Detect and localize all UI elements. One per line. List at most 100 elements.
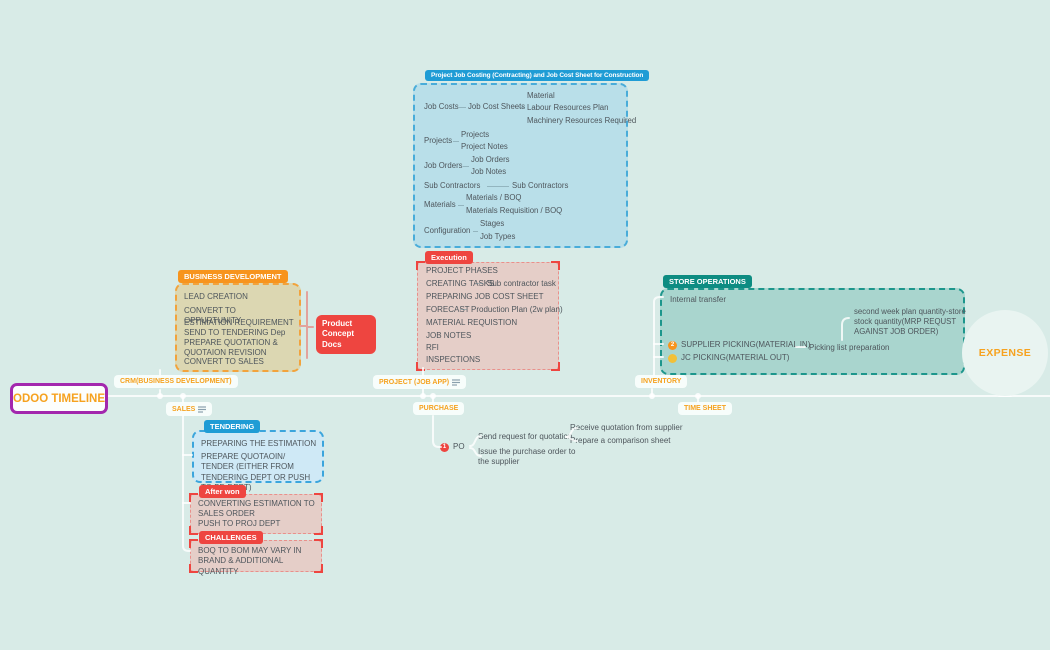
lead-creation-node[interactable]: LEAD CREATION bbox=[184, 292, 248, 301]
execution-title[interactable]: Execution bbox=[425, 251, 473, 264]
project-notes-node[interactable]: Project Notes bbox=[461, 142, 508, 151]
tendering-box[interactable]: PREPARING THE ESTIMATION PREPARE QUOTAOI… bbox=[192, 430, 324, 492]
stages-node[interactable]: Stages bbox=[480, 219, 505, 228]
production-plan-label: Production Plan (2w plan) bbox=[471, 305, 563, 314]
priority-1-icon: 1 bbox=[440, 442, 449, 452]
store-operations-title[interactable]: STORE OPERATIONS bbox=[663, 275, 752, 288]
product-concept-docs-node[interactable]: Product Concept Docs bbox=[316, 315, 376, 355]
labour-resources-node[interactable]: Labour Resources Plan bbox=[527, 103, 609, 112]
tendering-title[interactable]: TENDERING bbox=[204, 420, 261, 433]
estimation-requirement-node[interactable]: ESTIMATION REQUIREMENT SEND TO TENDERING… bbox=[184, 318, 294, 338]
crm-label: CRM(BUSINESS DEVELOPMENT) bbox=[120, 378, 232, 385]
selection-corner bbox=[314, 564, 323, 573]
materials-parent-node[interactable]: Materials bbox=[424, 200, 456, 209]
projects-parent-node[interactable]: Projects bbox=[424, 136, 453, 145]
tree-connector bbox=[519, 107, 525, 108]
branch-timesheet[interactable]: TIME SHEET bbox=[678, 402, 733, 415]
materials-requisition-node[interactable]: Materials Requisition / BOQ bbox=[466, 206, 563, 215]
jc-picking-node[interactable]: JC PICKING(MATERIAL OUT) bbox=[668, 353, 789, 363]
job-notes-exec-node[interactable]: JOB NOTES bbox=[426, 331, 472, 340]
tree-connector bbox=[473, 231, 478, 232]
job-orders-child-node[interactable]: Job Orders bbox=[471, 155, 510, 164]
business-development-box[interactable]: LEAD CREATION CONVERT TO OPPURTUNITY EST… bbox=[175, 283, 301, 372]
receive-quote-node[interactable]: Receive quotation from supplier bbox=[570, 423, 683, 432]
prepare-quotation-node[interactable]: PREPARE QUOTATION & QUOTAION REVISION bbox=[184, 338, 278, 358]
branch-sales[interactable]: SALES bbox=[166, 402, 213, 416]
production-plan-node[interactable]: Production Plan (2w plan) bbox=[460, 305, 563, 315]
forecast-node[interactable]: FORECAST bbox=[426, 305, 470, 314]
tree-connector bbox=[458, 205, 464, 206]
notes-icon[interactable] bbox=[452, 378, 461, 386]
selection-corner bbox=[189, 564, 198, 573]
job-costs-node[interactable]: Job Costs bbox=[424, 102, 459, 111]
job-orders-parent-node[interactable]: Job Orders bbox=[424, 161, 463, 170]
tree-connector bbox=[463, 166, 469, 167]
timesheet-label: TIME SHEET bbox=[684, 405, 727, 412]
issue-po-node[interactable]: Issue the purchase order to the supplier bbox=[478, 447, 576, 467]
execution-box[interactable]: PROJECT PHASES CREATING TASKS Sub contra… bbox=[416, 261, 563, 371]
configuration-node[interactable]: Configuration bbox=[424, 226, 471, 235]
tree-connector bbox=[453, 141, 459, 142]
supplier-picking-label: SUPPLIER PICKING(MATERIAL IN) bbox=[681, 340, 811, 349]
convert-to-sales-node[interactable]: CONVERT TO SALES bbox=[184, 357, 264, 366]
notes-icon[interactable] bbox=[198, 405, 207, 413]
job-cost-sheets-node[interactable]: Job Cost Sheets bbox=[468, 102, 526, 111]
after-won-box[interactable]: CONVERTING ESTIMATION TO SALES ORDER PUS… bbox=[189, 493, 323, 535]
supplier-picking-node[interactable]: 2 SUPPLIER PICKING(MATERIAL IN) bbox=[668, 340, 810, 350]
convert-opportunity-node[interactable]: CONVERT TO OPPURTUNITY bbox=[184, 306, 242, 326]
priority-3-icon bbox=[668, 353, 677, 363]
inspections-node[interactable]: INSPECTIONS bbox=[426, 355, 481, 364]
comparison-sheet-node[interactable]: Prepare a comparison sheet bbox=[570, 436, 671, 445]
material-requistion-node[interactable]: MATERIAL REQUISTION bbox=[426, 318, 518, 327]
job-costing-box[interactable]: Job Costs Job Cost Sheets Material Labou… bbox=[413, 83, 636, 248]
internal-transfer-node[interactable]: Internal transfer bbox=[670, 295, 727, 304]
after-won-title[interactable]: After won bbox=[199, 485, 246, 498]
root-node-odoo-timeline[interactable]: ODOO TIMELINE bbox=[10, 383, 108, 414]
project-label: PROJECT (JOB APP) bbox=[379, 378, 450, 386]
material-node[interactable]: Material bbox=[527, 91, 555, 100]
week-plan-node[interactable]: second week plan quantity-store stock qu… bbox=[854, 307, 966, 337]
job-notes-node[interactable]: Job Notes bbox=[471, 167, 507, 176]
branch-purchase[interactable]: PURCHASE bbox=[413, 402, 465, 415]
selection-corner bbox=[189, 539, 198, 548]
preparing-estimation-node[interactable]: PREPARING THE ESTIMATION bbox=[201, 439, 317, 448]
project-phases-node[interactable]: PROJECT PHASES bbox=[426, 266, 498, 275]
selection-corner bbox=[551, 261, 560, 270]
po-node[interactable]: 1 PO bbox=[440, 442, 465, 452]
picking-list-node[interactable]: Picking list preparation bbox=[809, 343, 890, 352]
projects-child-node[interactable]: Projects bbox=[461, 130, 490, 139]
job-costing-title[interactable]: Project Job Costing (Contracting) and Jo… bbox=[425, 70, 650, 81]
preparing-job-cost-sheet-node[interactable]: PREPARING JOB COST SHEET bbox=[426, 292, 544, 301]
challenges-title[interactable]: CHALLENGES bbox=[199, 531, 263, 544]
store-operations-box[interactable]: Internal transfer 2 SUPPLIER PICKING(MAT… bbox=[660, 288, 966, 375]
boq-to-bom-node[interactable]: BOQ TO BOM MAY VARY IN BRAND & ADDITIONA… bbox=[198, 546, 302, 576]
branch-expense[interactable]: EXPENSE bbox=[962, 310, 1048, 396]
materials-boq-node[interactable]: Materials / BOQ bbox=[466, 193, 522, 202]
priority-2-icon: 2 bbox=[668, 340, 677, 350]
challenges-box[interactable]: BOQ TO BOM MAY VARY IN BRAND & ADDITIONA… bbox=[189, 539, 323, 576]
send-rfq-node[interactable]: Send request for quotation bbox=[478, 432, 573, 441]
rfi-node[interactable]: RFI bbox=[426, 343, 439, 352]
creating-tasks-node[interactable]: CREATING TASKS bbox=[426, 279, 495, 288]
branch-inventory[interactable]: INVENTORY bbox=[635, 375, 688, 388]
selection-corner bbox=[314, 539, 323, 548]
machinery-resources-node[interactable]: Machinery Resources Required bbox=[527, 116, 637, 125]
selection-corner bbox=[551, 362, 560, 371]
po-label: PO bbox=[453, 442, 465, 451]
branch-crm[interactable]: CRM(BUSINESS DEVELOPMENT) bbox=[114, 375, 238, 388]
jc-picking-label: JC PICKING(MATERIAL OUT) bbox=[681, 353, 790, 362]
tree-connector bbox=[459, 107, 466, 108]
push-to-proj-node[interactable]: PUSH TO PROJ DEPT bbox=[198, 519, 281, 528]
sales-label: SALES bbox=[172, 405, 196, 413]
selection-corner bbox=[314, 493, 323, 502]
converting-estimation-node[interactable]: CONVERTING ESTIMATION TO SALES ORDER bbox=[198, 499, 315, 519]
business-development-title[interactable]: BUSINESS DEVELOPMENT bbox=[178, 270, 288, 283]
sub-contractors-parent-node[interactable]: Sub Contractors bbox=[424, 181, 481, 190]
branch-project[interactable]: PROJECT (JOB APP) bbox=[373, 375, 467, 389]
selection-corner bbox=[314, 526, 323, 535]
sub-contractors-child-node[interactable]: Sub Contractors bbox=[512, 181, 569, 190]
sub-contractor-task-label: Sub contractor task bbox=[487, 279, 556, 288]
sub-contractor-task-node[interactable]: Sub contractor task bbox=[476, 279, 556, 289]
job-types-node[interactable]: Job Types bbox=[480, 232, 516, 241]
